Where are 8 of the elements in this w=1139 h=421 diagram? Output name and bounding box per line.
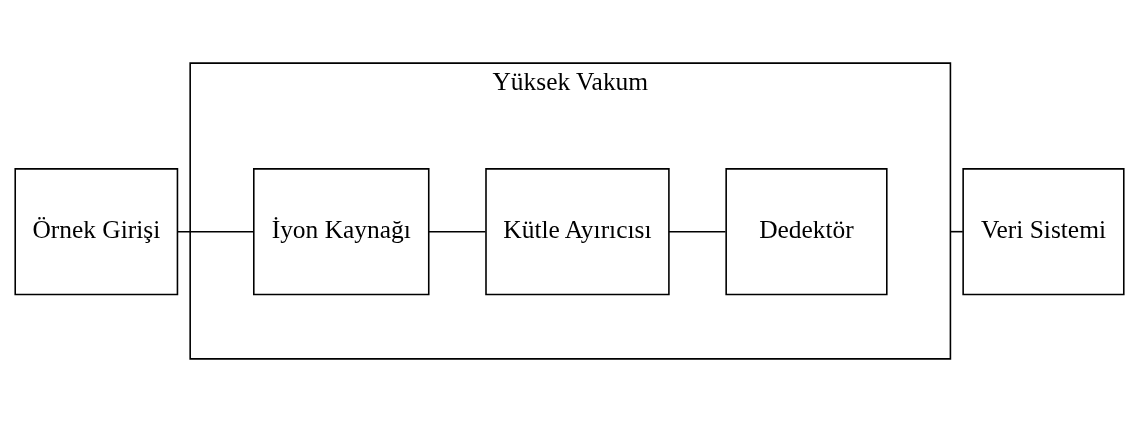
node-box: Dedektör (725, 167, 888, 295)
connector (428, 230, 487, 232)
connector (668, 230, 727, 232)
node-box: Kütle Ayırıcısı (485, 167, 670, 295)
node-box: Örnek Girişi (14, 167, 179, 295)
connector (176, 230, 255, 232)
node-box: İyon Kaynağı (253, 167, 430, 295)
node-box: Veri Sistemi (962, 167, 1125, 295)
